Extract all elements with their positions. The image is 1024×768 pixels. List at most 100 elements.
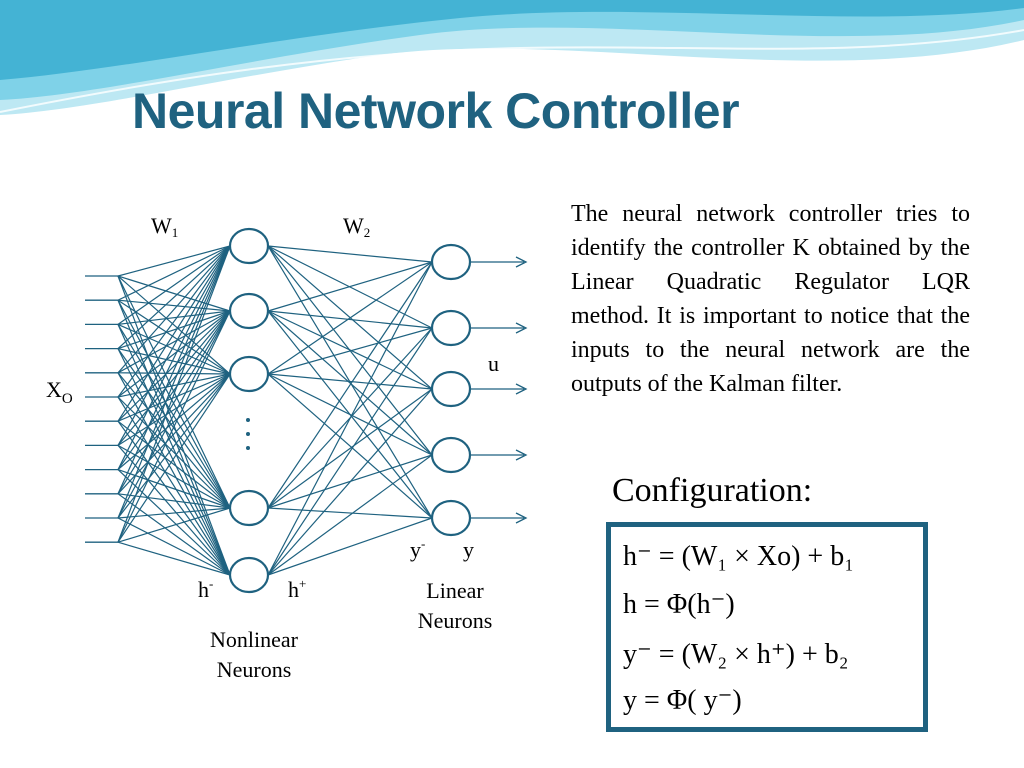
weight-connection [267, 310, 433, 456]
weight-connection [117, 507, 231, 543]
weight-connection [117, 299, 231, 375]
weight-connection [117, 245, 231, 350]
weight-connection [117, 245, 231, 422]
weight-connection [117, 469, 231, 509]
header-waves [0, 0, 1024, 115]
input-lines [85, 275, 118, 543]
weight-connection [117, 245, 231, 374]
nonlinear-neurons-label-line2: Neurons [217, 657, 292, 682]
weight-connection [117, 299, 231, 576]
weight-connection [117, 245, 231, 470]
weight-connection [117, 517, 231, 576]
weight-connection [267, 327, 433, 375]
output-neuron [430, 370, 472, 408]
arrow-head-icon [515, 512, 528, 524]
weight-connection [117, 373, 231, 398]
weight-connection [267, 261, 433, 509]
weight-connection [117, 310, 231, 446]
weight-connection [117, 396, 231, 576]
weight-connection [117, 348, 231, 576]
equations-box: h⁻ = (W₁ × Xo) + b₁ h = Φ(h⁻) y⁻ = (W₂ ×… [606, 522, 928, 732]
weight-connection [117, 310, 231, 470]
hidden-neuron [228, 489, 270, 527]
vertical-ellipsis-icon [246, 418, 250, 450]
arrow-head-icon [515, 322, 528, 334]
weight-connection [117, 372, 231, 509]
weight-connection [117, 469, 231, 576]
description-text: The neural network controller tries to i… [571, 201, 970, 397]
weight-connection [267, 517, 433, 576]
y-label: y [463, 537, 474, 562]
output-neuron [430, 436, 472, 474]
weight-connection [267, 388, 433, 509]
weight-connection [117, 348, 231, 509]
weight-connection [117, 275, 231, 375]
arrow-head-icon [515, 449, 528, 461]
weight-connection [117, 245, 231, 543]
weight-connection [267, 454, 433, 576]
weight-connection [117, 324, 231, 509]
weight-connection [117, 275, 231, 509]
output-layer [430, 243, 472, 537]
weight-connection [117, 372, 231, 576]
hidden-neuron [228, 292, 270, 330]
weight-connection [267, 261, 433, 312]
weight-connection [267, 373, 433, 390]
weight-connection [267, 388, 433, 576]
linear-neurons-label-line1: Linear [426, 578, 484, 603]
weight-connection [117, 310, 231, 422]
weight-connection [117, 299, 231, 509]
weight-connection [117, 348, 231, 375]
weight-connection [267, 245, 433, 263]
y-minus-label: y- [410, 536, 425, 562]
x-input-label: XO [46, 377, 73, 407]
weight-connection [117, 299, 231, 312]
weight-connection [117, 245, 231, 301]
hidden-neuron [228, 556, 270, 594]
weight-connection [117, 310, 231, 350]
weight-connection [117, 507, 231, 519]
weight-connection [267, 310, 433, 329]
w2-label: W2 [343, 213, 370, 240]
weight-connection [117, 245, 231, 277]
h-plus-label: h+ [288, 576, 306, 602]
equation-output-activation: y = Φ( y⁻) [623, 685, 742, 716]
hidden-neuron [228, 227, 270, 265]
weight-connection [267, 327, 433, 576]
weight-connection [117, 245, 231, 398]
weight-connection [267, 261, 433, 576]
u-output-label: u [488, 351, 499, 376]
weight-connection [117, 323, 231, 375]
output-arrows [470, 256, 528, 524]
weight-connection [117, 245, 231, 495]
weight-connection [117, 310, 231, 543]
weight-connection [117, 310, 231, 374]
weight-connection [117, 310, 231, 495]
weight-connection [117, 493, 231, 576]
weight-connection [117, 310, 231, 519]
weight-connection [117, 245, 231, 519]
w1-label: W1 [151, 213, 178, 240]
weight-connection [117, 420, 231, 509]
weight-connection [117, 396, 231, 509]
output-neuron [430, 243, 472, 281]
weight-connection [117, 275, 231, 312]
equation-hidden-preactivation: h⁻ = (W₁ × Xo) + b₁ [623, 541, 854, 572]
weight-connection [267, 310, 433, 390]
weight-connection [117, 444, 231, 509]
h-minus-label: h- [198, 576, 213, 602]
weight-connection [117, 245, 231, 446]
linear-neurons-label-line2: Neurons [418, 608, 493, 633]
hidden-layer [228, 227, 270, 594]
weight-connection [117, 372, 231, 375]
weight-connection [117, 245, 231, 325]
weight-connection [117, 445, 231, 576]
hidden-neuron [228, 355, 270, 393]
arrow-head-icon [515, 256, 528, 268]
equation-output-preactivation: y⁻ = (W₂ × h⁺) + b₂ [623, 639, 849, 670]
weight-connection [117, 310, 231, 398]
weight-connection [267, 507, 433, 519]
weight-connection [267, 261, 433, 375]
weight-connection [117, 541, 231, 576]
